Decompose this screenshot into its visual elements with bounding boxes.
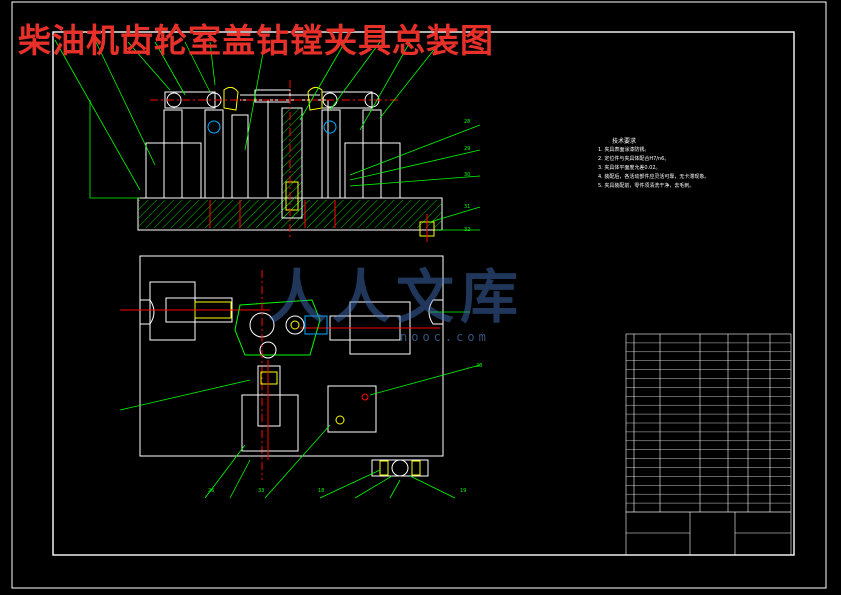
note-item: 1. 夹具表面涂漆防锈。: [598, 147, 650, 153]
note-item: 2. 定位件与夹具体配合H7/n6。: [598, 156, 670, 162]
technical-notes: 技术要求 1. 夹具表面涂漆防锈。 2. 定位件与夹具体配合H7/n6。 3. …: [598, 137, 709, 191]
parts-list-table: [625, 333, 792, 556]
balloon-label: 29: [464, 146, 470, 152]
front-leaders: [54, 39, 481, 231]
balloon-label: 28: [464, 119, 470, 125]
watermark-url: nooc.com: [400, 330, 490, 344]
balloon-label: 33: [258, 488, 264, 494]
inner-frame: [52, 31, 795, 556]
note-item: 4. 装配后，各活动部件应灵活可靠，无卡滞现象。: [598, 174, 710, 180]
parts-list-rows: [626, 342, 791, 513]
drawing-title: 柴油机齿轮室盖钻镗夹具总装图: [18, 21, 494, 60]
balloon-label: 32: [464, 227, 470, 233]
notes-heading: 技术要求: [612, 138, 637, 145]
balloon-label: 18: [318, 488, 324, 494]
balloon-label: 28: [476, 363, 482, 369]
plan-view: [120, 255, 444, 480]
outer-frame: [11, 1, 827, 589]
balloon-labels: 28 29 30 31 32 26 33 18 19 28: [208, 119, 482, 494]
balloon-label: 30: [464, 172, 470, 178]
watermark-text: 人人文库: [268, 263, 525, 331]
balloon-label: 19: [460, 488, 466, 494]
note-item: 3. 夹具体平面度允差0.02。: [598, 165, 661, 171]
note-item: 5. 夹具装配前，零件须清洗干净，去毛刺。: [598, 183, 695, 189]
front-view: [137, 80, 443, 242]
balloon-label: 31: [464, 204, 470, 210]
balloon-label: 26: [208, 488, 214, 494]
plan-leaders: [119, 311, 481, 499]
